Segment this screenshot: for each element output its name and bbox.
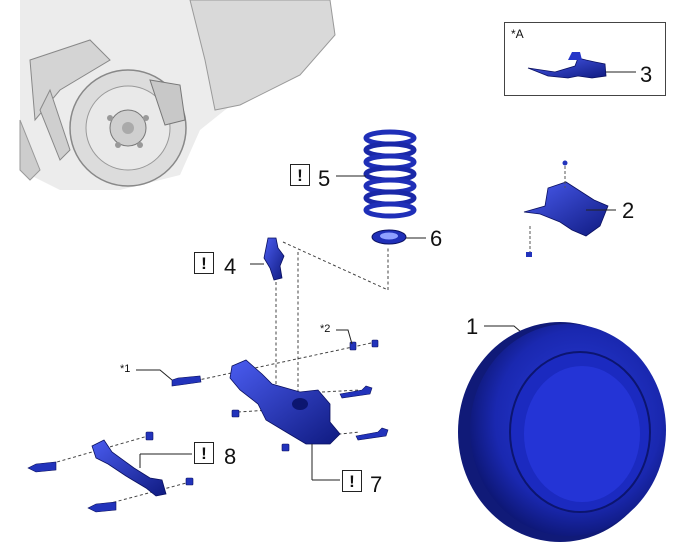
bracket-part-2	[523, 160, 616, 257]
vehicle-wheel-reference	[19, 0, 336, 190]
stabilizer-link-part-4	[250, 237, 285, 281]
inset-label: *A	[511, 27, 524, 41]
callout-8: 8	[224, 444, 237, 469]
note-2: *2	[320, 323, 331, 335]
part-3-inset-drawing	[527, 52, 636, 79]
note-1: *1	[120, 363, 131, 375]
warning-icon-4: !	[194, 252, 214, 274]
warning-icon-7: !	[342, 470, 362, 492]
callout-7: 7	[370, 472, 383, 497]
assembly-guide-lines	[35, 241, 389, 509]
fasteners	[27, 339, 389, 513]
callout-2: 2	[622, 198, 635, 223]
warning-icon-8: !	[194, 442, 214, 464]
warning-icon-5: !	[290, 164, 310, 186]
callout-3: 3	[640, 62, 653, 87]
spare-tire-part-1	[458, 322, 666, 542]
upper-arm-part-8	[91, 439, 192, 497]
callout-5: 5	[318, 166, 331, 191]
callout-1: 1	[466, 314, 479, 339]
callout-4: 4	[224, 254, 237, 279]
callout-6: 6	[430, 226, 443, 251]
inset-frame-a	[504, 22, 666, 96]
spring-seat-part-6	[371, 229, 426, 245]
lower-arm-part-7	[229, 359, 341, 481]
coil-spring-part-5	[336, 129, 417, 219]
